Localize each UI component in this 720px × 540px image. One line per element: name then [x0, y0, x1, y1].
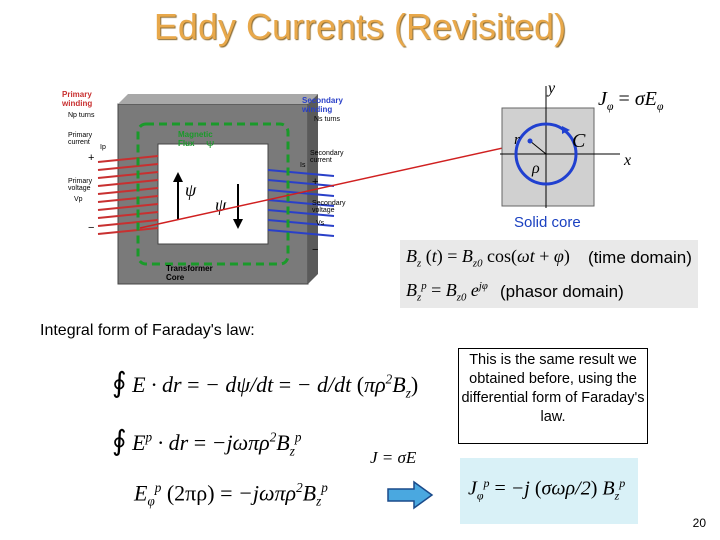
primary-current-label: Primary current — [68, 132, 93, 146]
minus-secondary: − — [312, 244, 319, 256]
contour-circle — [514, 122, 578, 186]
is-label: Is — [300, 162, 306, 169]
note-box: This is the same result we obtained befo… — [458, 348, 648, 444]
rho-line — [529, 140, 547, 155]
flux-path — [136, 122, 290, 266]
psi-label-1: ψ — [185, 180, 197, 200]
primary-voltage-label: Primary voltage — [68, 178, 93, 192]
solid-core-diagram — [500, 86, 620, 208]
primary-winding-label: Primary winding — [62, 90, 93, 108]
page-number: 20 — [692, 516, 706, 530]
bz-time-equation: Bz (t) = Bz0 cos(ωt + φ) — [406, 246, 570, 270]
secondary-voltage-label: Secondary voltage — [312, 200, 346, 214]
core-window — [157, 143, 269, 245]
ip-label: Ip — [100, 144, 106, 151]
transformer-core-label: Transformer Core — [166, 264, 213, 282]
r-label: r — [514, 132, 520, 148]
ohm-law: J = σE — [370, 448, 417, 467]
y-label: y — [548, 80, 556, 97]
core-side — [308, 94, 318, 284]
secondary-winding-label: Secondary winding — [302, 96, 343, 114]
result-box — [460, 458, 638, 524]
phasor-domain-label: (phasor domain) — [500, 282, 624, 301]
plus-secondary: + — [312, 176, 319, 188]
slide-title: Eddy Currents (Revisited) — [153, 6, 567, 47]
time-domain-label: (time domain) — [588, 248, 692, 267]
result-equation: Jφp = −j (σωρ/2) Bzp — [468, 476, 626, 503]
faraday-equation-3: Eφp (2πρ) = −jωπρ2Bzp — [134, 480, 328, 509]
point-dot — [527, 138, 533, 144]
conductivity-relation: Jφ = σEφ — [598, 88, 664, 113]
np-turns-label: Np turns — [68, 112, 95, 119]
faraday-label: Integral form of Faraday's law: — [40, 322, 255, 339]
solid-core-label: Solid core — [514, 214, 581, 231]
primary-coil — [97, 155, 159, 235]
bz-equation-box — [400, 240, 698, 308]
ns-turns-label: Ns turns — [314, 116, 341, 123]
right-arrow-icon — [387, 480, 434, 510]
vs-label: Vs — [316, 220, 325, 227]
faraday-equation-2: ∮ Ep · dr = −jωπρ2Bzp — [112, 426, 302, 459]
plus-primary: + — [88, 152, 95, 164]
vp-label: Vp — [74, 196, 83, 203]
flux-symbol: Ψ — [206, 140, 215, 151]
bz-phasor-equation: Bzp = Bz0 ejφ — [406, 280, 488, 304]
secondary-coil — [267, 169, 335, 237]
secondary-current-label: Secondary current — [310, 150, 344, 164]
transformer-diagram — [97, 94, 335, 285]
faraday-equation-1: ∮ E · dr = − dψ/dt = − d/dt (πρ2Bz) — [112, 368, 419, 401]
contour-C-label: C — [572, 130, 586, 152]
x-label: x — [624, 152, 632, 169]
psi-label-2: ψ — [215, 195, 227, 215]
magnetic-flux-label: Magnetic Flux — [178, 130, 213, 148]
contour-arrow — [562, 126, 570, 134]
minus-primary: − — [88, 222, 95, 234]
core-top — [118, 94, 318, 104]
rho-label: ρ — [532, 160, 540, 177]
